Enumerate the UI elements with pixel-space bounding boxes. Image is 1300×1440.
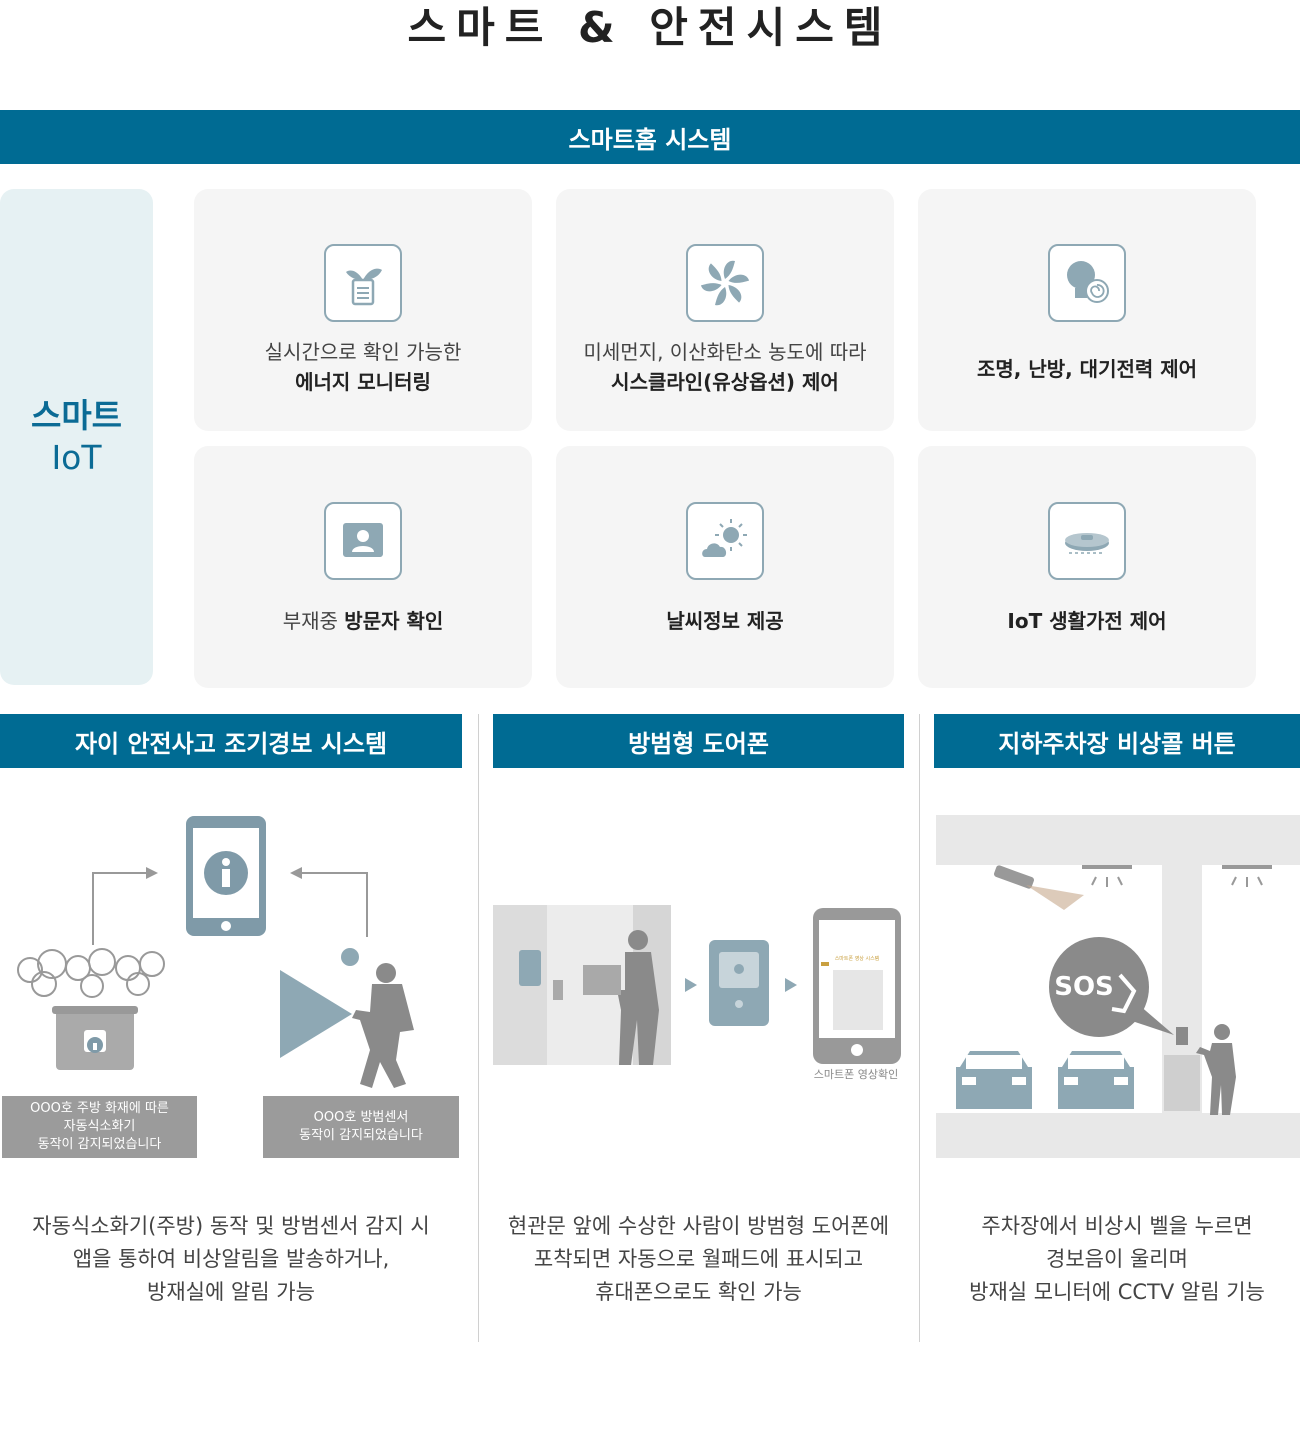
visitor-icon <box>324 502 402 580</box>
card-line1: 실시간으로 확인 가능한 <box>264 340 462 364</box>
card-energy-monitoring: 실시간으로 확인 가능한 에너지 모니터링 <box>194 189 532 431</box>
parking-illustration: SOS <box>936 815 1300 1158</box>
sensor-triangle-icon <box>280 970 352 1058</box>
page-title: 스마트 & 안전시스템 <box>407 3 893 52</box>
robot-vacuum-icon <box>1048 502 1126 580</box>
info-icon <box>341 948 359 966</box>
smart-iot-side-label: 스마트 IoT <box>0 189 153 685</box>
card-line2: 에너지 모니터링 <box>295 370 431 394</box>
sos-text: SOS <box>1054 972 1114 1002</box>
side-label-line2: IoT <box>51 438 102 477</box>
card-line2: 방문자 확인 <box>344 609 444 633</box>
courier-figure <box>583 930 659 1065</box>
card-air-quality: 미세먼지, 이산화탄소 농도에 따라 시스클라인(유상옵션) 제어 <box>556 189 894 431</box>
section-divider <box>919 714 920 1342</box>
section-divider <box>478 714 479 1342</box>
emergency-call-button <box>1176 1027 1188 1045</box>
card-line2: 조명, 난방, 대기전력 제어 <box>976 357 1198 381</box>
cctv-icon <box>993 865 1084 910</box>
weather-icon <box>686 502 764 580</box>
card-visitor-check: 부재중 방문자 확인 <box>194 446 532 688</box>
smoke-icon <box>17 948 165 998</box>
bulb-icon <box>1048 244 1126 322</box>
car-icon <box>956 1051 1032 1109</box>
energy-leaf-icon <box>324 244 402 322</box>
fan-icon <box>686 244 764 322</box>
card-weather: 날씨정보 제공 <box>556 446 894 688</box>
phone-screen-title: 스마트폰 영상 시스템 <box>835 955 880 962</box>
card-line1: 미세먼지, 이산화탄소 농도에 따라 <box>583 340 867 364</box>
section-desc-early-warning: 자동식소화기(주방) 동작 및 방범센서 감지 시 앱을 통하여 비상알림을 발… <box>32 1214 430 1304</box>
card-iot-appliances: IoT 생활가전 제어 <box>918 446 1256 688</box>
smarthome-section-bar: 스마트홈 시스템 <box>0 110 1300 164</box>
ceiling-light-icon <box>1082 865 1272 887</box>
section-bar-parking-call: 지하주차장 비상콜 버튼 <box>934 714 1300 768</box>
section-bar-early-warning: 자이 안전사고 조기경보 시스템 <box>0 714 462 768</box>
doorphone-small-icon <box>519 950 541 986</box>
phone-caption: 스마트폰 영상확인 <box>813 1068 899 1081</box>
section-desc-parking-call: 주차장에서 비상시 벨을 누르면 경보음이 울리며 방재실 모니터에 CCTV … <box>969 1214 1265 1304</box>
intruder-figure <box>352 963 414 1088</box>
kitchen-alert-caption: OOO호 주방 화재에 따른 자동식소화기 동작이 감지되었습니다 <box>2 1096 197 1158</box>
person-figure <box>1196 1024 1236 1115</box>
section-bar-doorphone: 방범형 도어폰 <box>493 714 904 768</box>
card-line2: 날씨정보 제공 <box>666 609 784 633</box>
side-label-line1: 스마트 <box>30 396 123 435</box>
car-icon <box>1058 1051 1134 1109</box>
card-lighting-heating: 조명, 난방, 대기전력 제어 <box>918 189 1256 431</box>
section-desc-doorphone: 현관문 앞에 수상한 사람이 방범형 도어폰에 포착되면 자동으로 월패드에 표… <box>507 1214 890 1304</box>
sensor-alert-caption: OOO호 방범센서 동작이 감지되었습니다 <box>263 1096 459 1158</box>
card-line1: 부재중 <box>282 609 345 633</box>
doorphone-illustration: 스마트폰 영상 시스템 <box>493 905 901 1065</box>
card-line2: 시스클라인(유상옵션) 제어 <box>611 370 839 394</box>
early-warning-illustration <box>17 816 414 1088</box>
card-line2: IoT 생활가전 제어 <box>1007 609 1167 633</box>
